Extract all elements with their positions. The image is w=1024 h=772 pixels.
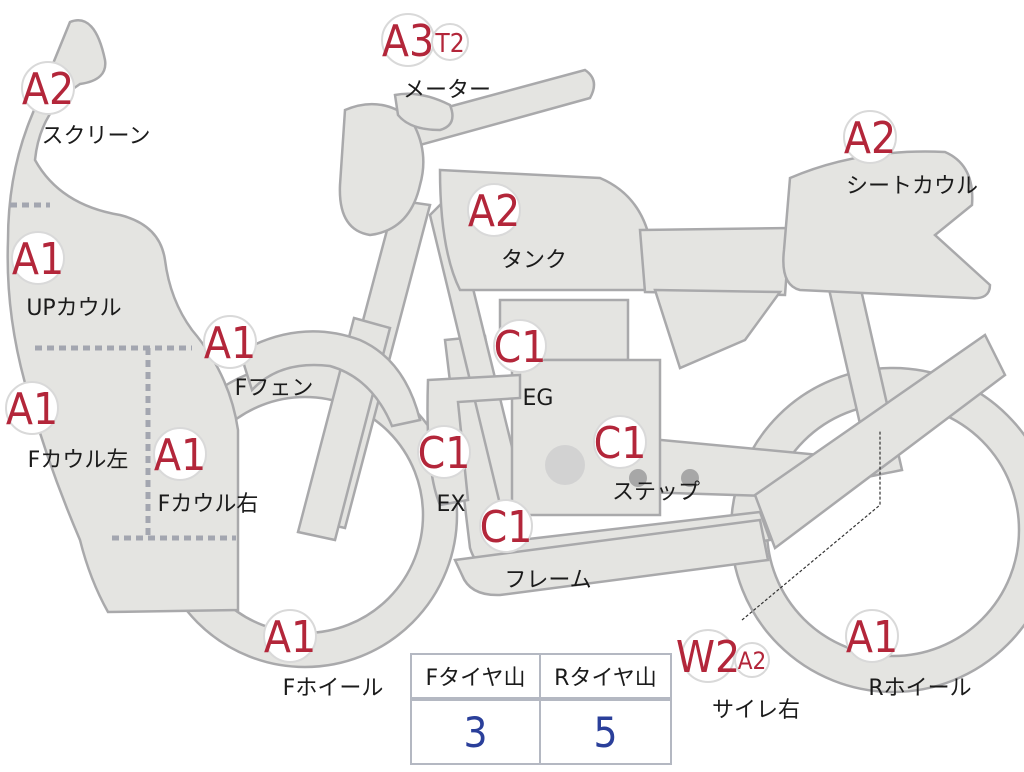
grade-badge-f-fender: A1 [203,315,257,369]
svg-text:A1: A1 [846,612,898,663]
label-up-cowl: UPカウル [26,296,122,321]
svg-text:A1: A1 [154,430,206,481]
tire-tread-table: Fタイヤ山 Rタイヤ山 3 5 [410,653,672,765]
frame-lower-shape [453,518,770,597]
svg-text:A1: A1 [204,318,256,369]
engine-cover-shape [545,445,585,485]
svg-text:A1: A1 [264,612,316,663]
label-screen: スクリーン [41,124,151,149]
svg-text:A1: A1 [12,234,64,285]
front-fender-shape [238,330,422,428]
label-f-cowl-left: Fカウル左 [27,448,129,473]
label-exhaust: EX [436,492,466,517]
svg-text:A3: A3 [382,16,434,67]
grade-badge-f-cowl-left: A1 [5,381,59,435]
svg-text:A2: A2 [22,64,74,115]
grade-badge-seat-cowl: A2 [843,110,897,164]
svg-text:C1: C1 [494,322,547,373]
step-peg-left [629,469,647,487]
seat-shape [638,226,792,297]
label-silencer-right: サイレ右 [711,698,801,723]
label-r-wheel: Rホイール [868,676,972,701]
rear-tire-header: Rタイヤ山 [541,655,670,701]
grade-badge-f-wheel: A1 [263,609,317,663]
grade-badge-silencer-w2: W2 [676,629,740,683]
silencer-shape [753,333,1007,551]
svg-text:C1: C1 [594,418,647,469]
svg-text:W2: W2 [676,632,740,683]
grade-badge-meter-a3: A3 [381,13,435,67]
svg-text:A2: A2 [738,647,767,675]
svg-text:C1: C1 [418,428,471,479]
meter-shape [393,92,454,132]
label-meter: メーター [402,78,492,103]
label-frame: フレーム [504,568,592,593]
grade-badge-silencer-a2: A2 [734,642,770,678]
label-engine: EG [522,386,554,411]
label-step: ステップ [611,480,701,505]
grade-badge-engine: C1 [493,319,547,373]
svg-text:A2: A2 [844,113,896,164]
label-f-fender: Fフェン [234,376,314,401]
front-tire-header: Fタイヤ山 [412,655,541,701]
grade-badge-f-cowl-right: A1 [153,427,207,481]
front-tire-value: 3 [412,701,541,763]
svg-text:A1: A1 [6,384,58,435]
grade-badge-screen: A2 [21,61,75,115]
grade-badge-exhaust: C1 [417,425,471,479]
grade-badge-r-wheel: A1 [845,609,899,663]
label-tank: タンク [500,248,568,273]
label-seat-cowl: シートカウル [845,174,979,199]
grade-badge-up-cowl: A1 [11,231,65,285]
grade-badge-frame: C1 [479,499,533,553]
grade-badge-tank: A2 [467,183,521,237]
svg-text:A2: A2 [468,186,520,237]
seat-lower-shape [653,288,783,370]
svg-text:T2: T2 [434,29,464,59]
grade-badge-step: C1 [593,415,647,469]
label-f-cowl-right: Fカウル右 [157,492,259,517]
rear-tire-value: 5 [593,707,618,757]
headlight-shape [338,102,425,237]
grade-badge-meter-t2: T2 [431,23,469,61]
label-f-wheel: Fホイール [282,676,384,701]
svg-text:C1: C1 [480,502,533,553]
step-peg-right [681,469,699,487]
